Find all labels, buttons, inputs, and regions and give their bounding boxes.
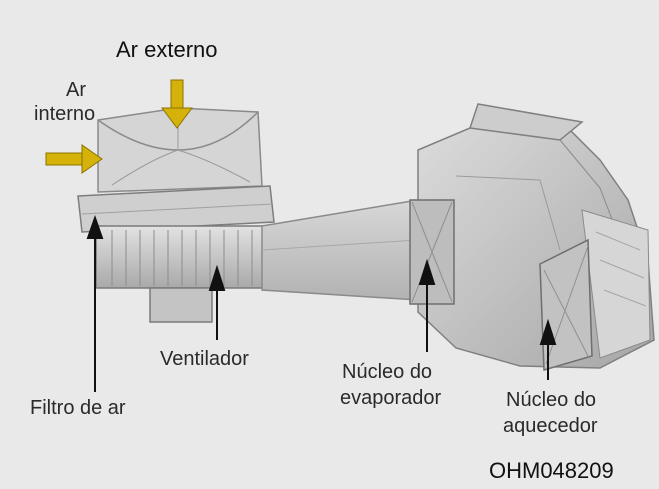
heater-evaporator-housing — [417, 103, 655, 369]
air-filter-label: Filtro de ar — [30, 397, 126, 419]
heater-label-line2: aquecedor — [503, 415, 598, 437]
figure-code: OHM048209 — [489, 458, 614, 483]
air-filter-slab — [77, 185, 275, 233]
internal-air-label-line1: Ar — [66, 79, 86, 101]
internal-air-arrow-icon — [45, 144, 103, 174]
connecting-duct — [261, 199, 419, 301]
evaporator-label-line2: evaporador — [340, 387, 442, 409]
evaporator-pointer-icon — [418, 258, 436, 352]
blower-housing — [95, 225, 265, 323]
heater-label-line1: Núcleo do — [506, 389, 597, 411]
internal-air-label-line2: interno — [34, 103, 96, 125]
evaporator-label-line1: Núcleo do — [342, 361, 433, 383]
external-air-label: Ar externo — [116, 37, 218, 62]
blower-label: Ventilador — [160, 348, 249, 370]
blower-pointer-icon — [208, 264, 226, 340]
heater-pointer-icon — [539, 318, 557, 380]
air-intake-box — [97, 107, 263, 193]
evaporator-core — [409, 199, 455, 305]
filter-pointer-icon — [86, 214, 104, 392]
external-air-arrow-icon — [161, 79, 193, 129]
